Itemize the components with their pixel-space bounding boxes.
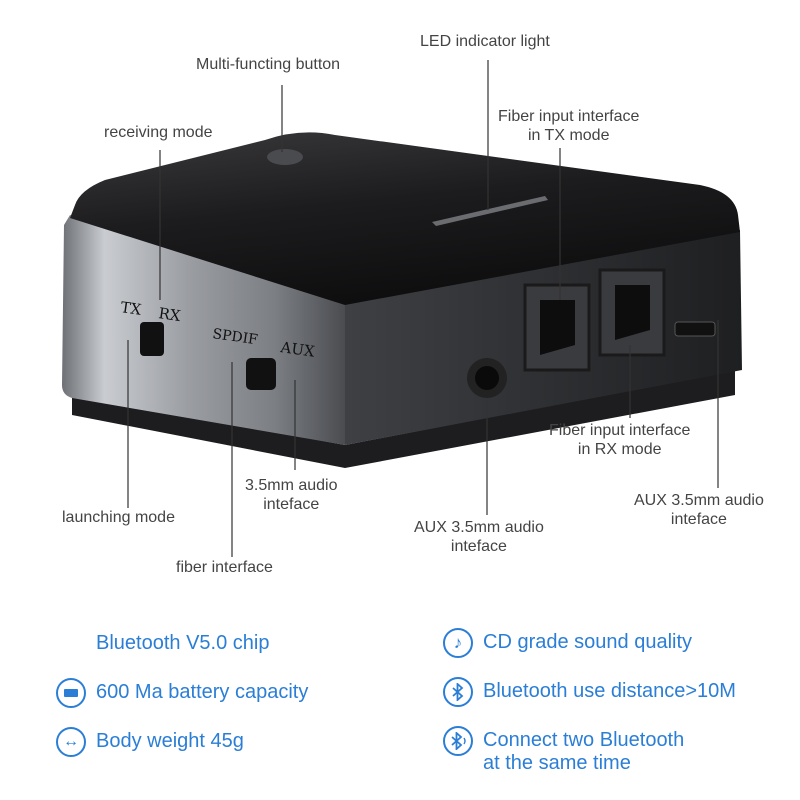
rx-label: RX <box>157 304 182 325</box>
fiber-tx-line1: Fiber input interface <box>498 108 640 125</box>
aux-mid-line2: inteface <box>450 538 507 555</box>
feature-distance-text: Bluetooth use distance>10M <box>483 680 736 702</box>
feature-dual-text-line2: at the same time <box>483 752 631 774</box>
tx-label: TX <box>119 298 142 319</box>
feature-distance: Bluetooth use distance>10M <box>443 677 736 707</box>
spdif-label: SPDIF <box>211 326 259 348</box>
feature-battery: 600 Ma battery capacity <box>56 678 308 708</box>
feature-weight-text: Body weight 45g <box>96 730 244 752</box>
aux-mid-callout: AUX 3.5mm audio inteface <box>414 518 544 556</box>
fiber-rx-line2: in RX mode <box>577 441 662 458</box>
launching-mode-callout: launching mode <box>62 509 175 526</box>
fiber-rx-callout: Fiber input interface in RX mode <box>549 421 690 459</box>
fiber-tx-line2: in TX mode <box>527 127 610 144</box>
device-top <box>70 132 740 305</box>
multi-button-callout: Multi-functing button <box>196 56 341 73</box>
fiber-tx-callout: Fiber input interface in TX mode <box>498 107 639 145</box>
bluetooth-dual-icon <box>443 726 473 756</box>
receiving-mode-callout: receiving mode <box>104 124 213 141</box>
feature-sound-text: CD grade sound quality <box>483 631 693 653</box>
aux-right-line2: inteface <box>670 511 727 528</box>
weight-arrows-icon: ↔ <box>56 727 86 757</box>
feature-weight: ↔ Body weight 45g <box>56 727 244 757</box>
audio-callout: 3.5mm audio inteface <box>245 476 338 514</box>
aux-right-callout: AUX 3.5mm audio inteface <box>634 491 764 529</box>
multi-function-button <box>267 149 303 165</box>
audio-line2: inteface <box>263 496 320 513</box>
feature-chip: Bluetooth V5.0 chip <box>96 632 269 655</box>
feature-battery-text: 600 Ma battery capacity <box>96 681 309 703</box>
feature-sound: ♪ CD grade sound quality <box>443 628 692 658</box>
aux-label: AUX <box>278 338 316 361</box>
spdif-aux-switch <box>246 358 276 390</box>
music-note-icon: ♪ <box>443 628 473 658</box>
led-indicator <box>432 196 548 226</box>
aux-mid-line1: AUX 3.5mm audio <box>414 519 544 536</box>
audio-line1: 3.5mm audio <box>245 477 338 494</box>
feature-dual-text-line1: Connect two Bluetooth <box>483 729 685 751</box>
feature-dual: Connect two Bluetooth at the same time <box>443 726 684 775</box>
fiber-rx-line1: Fiber input interface <box>549 422 691 439</box>
device-bottom <box>72 370 735 468</box>
feature-chip-text: Bluetooth V5.0 chip <box>96 632 270 654</box>
fiber-interface-callout: fiber interface <box>176 559 273 576</box>
led-callout: LED indicator light <box>420 33 550 50</box>
usb-port <box>674 321 716 337</box>
battery-icon <box>56 678 86 708</box>
tx-rx-switch <box>140 322 164 356</box>
bluetooth-icon <box>443 677 473 707</box>
aux-right-line1: AUX 3.5mm audio <box>634 492 764 509</box>
device-illustration: TX RX SPDIF AUX <box>62 60 742 557</box>
